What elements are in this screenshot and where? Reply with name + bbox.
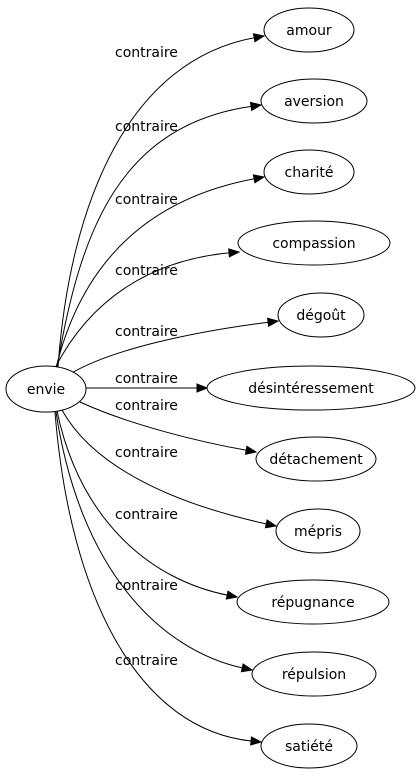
target-node-label-aversion: aversion: [284, 94, 344, 110]
target-node-shape-charite: [263, 149, 355, 195]
target-node-label-degout: dégoût: [296, 308, 346, 324]
target-node-shape-aversion: [260, 78, 368, 124]
edge-line-detachement: [79, 401, 248, 451]
target-node-degout[interactable]: dégoût: [277, 292, 365, 338]
edge-line-aversion: [56, 105, 253, 369]
target-node-shape-amour: [263, 7, 355, 53]
target-node-label-repulsion: répulsion: [282, 667, 346, 683]
target-node-charite[interactable]: charité: [263, 149, 355, 195]
target-node-satiete[interactable]: satiété: [260, 723, 358, 769]
target-node-shape-detachement: [255, 436, 377, 482]
source-node[interactable]: envie: [5, 365, 87, 413]
target-node-shape-satiete: [260, 723, 358, 769]
target-node-detachement[interactable]: détachement: [255, 436, 377, 482]
edge-labels-layer: contraire contraire contraire contraire cont…: [115, 45, 178, 669]
target-node-shape-mepris: [275, 508, 361, 554]
edge-label-compassion: contraire: [115, 263, 178, 279]
arrow-head-charite: [252, 174, 266, 184]
edge-line-satiete: [54, 411, 253, 742]
target-node-label-repugnance: répugnance: [271, 595, 354, 611]
edge-line-repulsion: [55, 411, 244, 669]
target-node-shape-repulsion: [251, 651, 377, 697]
arrow-head-mepris: [264, 519, 278, 529]
nodes-layer: envie amour aversion charité compassion dégo…: [5, 7, 416, 769]
edge-label-aversion: contraire: [115, 119, 178, 135]
target-node-shape-compassion: [237, 220, 391, 266]
target-node-label-desinteressement: désintéressement: [248, 381, 374, 397]
arrow-head-repulsion: [240, 663, 254, 673]
arrow-head-amour: [252, 33, 266, 43]
edge-line-repugnance: [56, 410, 229, 596]
target-node-label-amour: amour: [286, 23, 332, 39]
source-node-shape: [5, 365, 87, 413]
edge-label-charite: contraire: [115, 192, 178, 208]
target-node-mepris[interactable]: mépris: [275, 508, 361, 554]
target-node-aversion[interactable]: aversion: [260, 78, 368, 124]
edge-label-amour: contraire: [115, 45, 178, 61]
target-node-repulsion[interactable]: répulsion: [251, 651, 377, 697]
target-node-label-charite: charité: [285, 165, 334, 181]
target-node-shape-degout: [277, 292, 365, 338]
arrow-head-compassion: [228, 248, 241, 258]
source-node-label: envie: [27, 382, 65, 398]
target-node-repugnance[interactable]: répugnance: [236, 579, 390, 625]
arrow-head-aversion: [249, 101, 263, 112]
edge-label-desinteressement: contraire: [115, 371, 178, 387]
target-node-compassion[interactable]: compassion: [237, 220, 391, 266]
edge-line-degout: [69, 321, 270, 375]
edge-line-amour: [57, 37, 256, 368]
edge-line-mepris: [61, 409, 268, 525]
target-node-label-mepris: mépris: [294, 524, 342, 540]
edge-label-satiete: contraire: [115, 653, 178, 669]
edge-label-detachement: contraire: [115, 398, 178, 414]
arrow-head-degout: [267, 317, 280, 327]
target-node-label-compassion: compassion: [272, 236, 355, 252]
edge-line-compassion: [54, 252, 231, 369]
edge-label-repugnance: contraire: [115, 507, 178, 523]
arrow-head-detachement: [244, 445, 258, 455]
target-node-shape-repugnance: [236, 579, 390, 625]
target-node-shape-desinteressement: [206, 365, 416, 411]
target-node-label-satiete: satiété: [285, 739, 333, 755]
edge-label-mepris: contraire: [115, 445, 178, 461]
target-node-desinteressement[interactable]: désintéressement: [206, 365, 416, 411]
edge-line-charite: [55, 178, 256, 369]
target-node-label-detachement: détachement: [269, 452, 363, 468]
arrow-head-desinteressement: [196, 383, 209, 393]
edge-label-degout: contraire: [115, 324, 178, 340]
edges-layer: [54, 33, 280, 746]
target-node-amour[interactable]: amour: [263, 7, 355, 53]
arrow-head-repugnance: [225, 590, 239, 600]
edge-label-repulsion: contraire: [115, 578, 178, 594]
arrow-head-satiete: [250, 736, 263, 746]
